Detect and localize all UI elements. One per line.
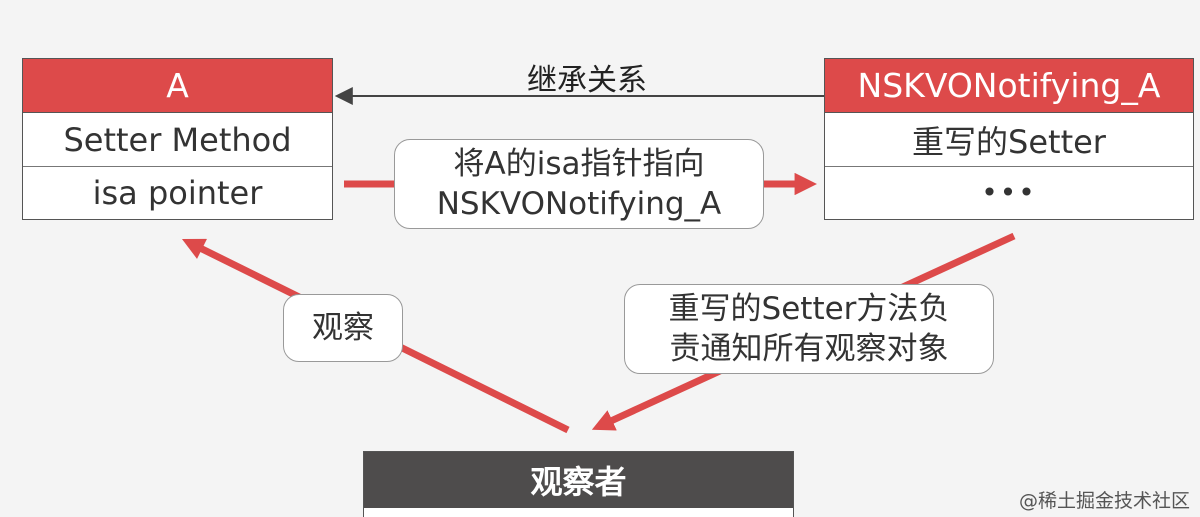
isa-callout-line-2: NSKVONotifying_A (436, 186, 722, 222)
observer-box: 观察者 (363, 451, 794, 517)
isa-callout-line-1: 将A的isa指针指向 (453, 146, 705, 182)
class-kvo-ellipsis-row: ••• (981, 176, 1037, 209)
notify-callout-line-2: 责通知所有观察对象 (669, 331, 949, 367)
observe-callout-text: 观察 (312, 310, 374, 346)
class-kvo-setter-row: 重写的Setter (825, 113, 1193, 167)
class-a-setter-row: Setter Method (23, 113, 332, 167)
class-a-box: A Setter Method isa pointer (22, 58, 333, 220)
notify-callout: 重写的Setter方法负 责通知所有观察对象 (624, 284, 994, 374)
inheritance-label: 继承关系 (527, 63, 647, 98)
notify-callout-line-1: 重写的Setter方法负 (668, 291, 950, 327)
class-a-isa-row: isa pointer (92, 173, 263, 212)
class-kvo-box: NSKVONotifying_A 重写的Setter ••• (824, 58, 1194, 220)
class-kvo-title: NSKVONotifying_A (825, 59, 1193, 113)
watermark-text: @稀土掘金技术社区 (1018, 490, 1190, 512)
observe-callout: 观察 (283, 294, 403, 362)
observer-title: 观察者 (364, 452, 793, 508)
class-a-title: A (23, 59, 332, 113)
isa-callout: 将A的isa指针指向 NSKVONotifying_A (394, 139, 764, 229)
